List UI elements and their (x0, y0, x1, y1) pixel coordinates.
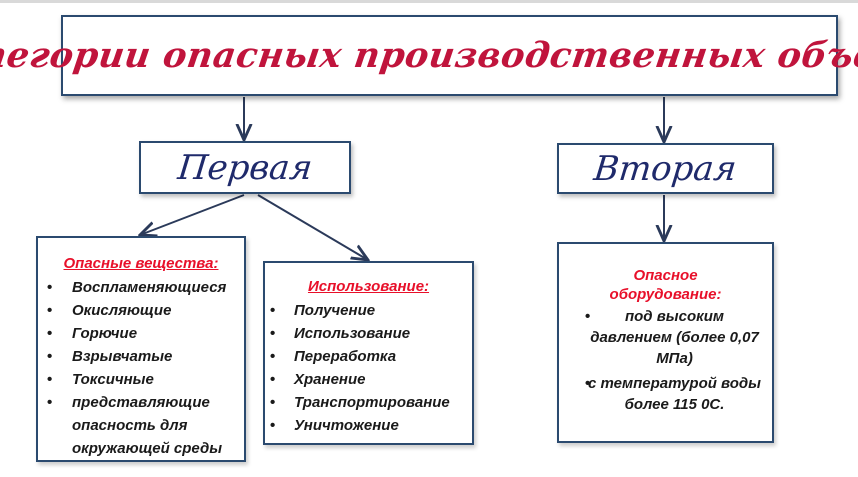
list-item: под высоким давлением (более 0,07 МПа) (559, 306, 772, 369)
list-item: Токсичные (38, 368, 244, 391)
hazardous-substances-list: Воспламеняющиеся Окисляющие Горючие Взры… (38, 276, 244, 460)
hazardous-substances-box: Опасные вещества: Воспламеняющиеся Окисл… (36, 236, 246, 462)
list-item: представляющие опасность для окружающей … (38, 391, 244, 460)
arrow-first-to-substances (140, 194, 245, 235)
usage-list: Получение Использование Переработка Хран… (265, 299, 472, 437)
list-item: Использование (265, 322, 472, 345)
list-item: Воспламеняющиеся (38, 276, 244, 299)
list-item: Хранение (265, 368, 472, 391)
category-second-label: Вторая (592, 148, 739, 189)
list-item: Получение (265, 299, 472, 322)
list-item: Горючие (38, 322, 244, 345)
hazardous-substances-heading: Опасные вещества: (63, 255, 219, 272)
list-item: Переработка (265, 345, 472, 368)
list-item: Транспортирование (265, 391, 472, 414)
usage-heading: Использование: (307, 278, 430, 295)
top-divider (0, 0, 858, 3)
list-item: Окисляющие (38, 299, 244, 322)
category-first-box: Первая (139, 141, 351, 194)
list-item: Взрывчатые (38, 345, 244, 368)
category-second-box: Вторая (557, 143, 774, 194)
hazardous-equipment-box: Опасное оборудование: под высоким давлен… (557, 242, 774, 443)
usage-box: Использование: Получение Использование П… (263, 261, 474, 445)
hazardous-equipment-heading-text: Опасное оборудование: (609, 267, 722, 303)
diagram-title: Категории опасных производственных объек… (0, 35, 858, 76)
category-first-label: Первая (175, 147, 315, 188)
arrow-first-to-usage (257, 194, 368, 260)
list-item: с температурой воды более 115 0С. (559, 373, 772, 415)
list-item: Уничтожение (265, 414, 472, 437)
title-box: Категории опасных производственных объек… (0, 15, 858, 96)
hazardous-equipment-heading: Опасное оборудование: (559, 266, 772, 304)
hazardous-equipment-list: под высоким давлением (более 0,07 МПа) с… (559, 306, 772, 415)
